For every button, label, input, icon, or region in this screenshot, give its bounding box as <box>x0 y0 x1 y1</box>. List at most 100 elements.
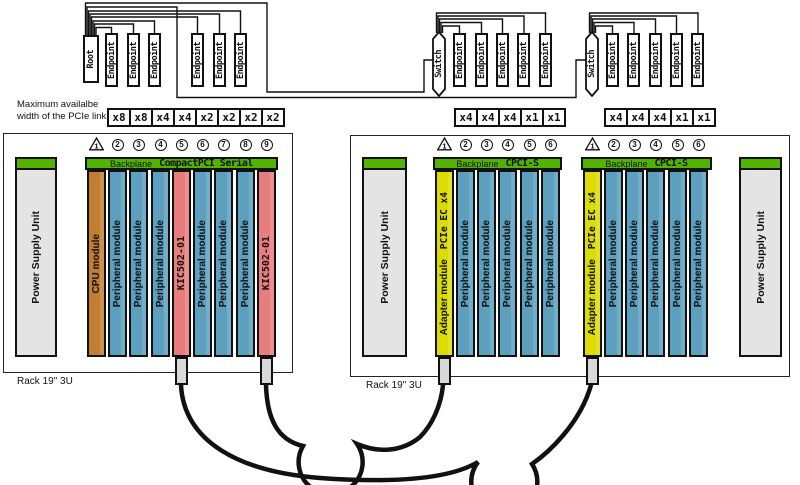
endpoint-label: Endpoint <box>149 41 160 79</box>
link-width-cell: x2 <box>261 108 285 127</box>
switch1-ep2-line <box>440 21 483 33</box>
caption-line2: width of the PCIe link <box>17 110 107 122</box>
switch-hexagon <box>585 31 599 97</box>
endpoint-label: Endpoint <box>518 41 529 79</box>
backplane-type: CompactPCI Serial <box>159 158 253 169</box>
adapter-module-text: Adapter module <box>439 259 450 336</box>
slot-number-badge: 3 <box>480 139 493 151</box>
kic502-01-slot: KIC502-01 <box>172 170 191 357</box>
switch-hexagon <box>432 31 446 97</box>
endpoint-box: Endpoint <box>453 33 466 87</box>
link-width-cell: x1 <box>520 108 544 127</box>
link-width-cell: x4 <box>151 108 175 127</box>
slot-number-badge: 4 <box>154 139 167 151</box>
link-width-cell: x1 <box>542 108 566 127</box>
root-to-endpoint2-line <box>93 23 135 35</box>
slot-number-badge: 7 <box>217 139 230 151</box>
slot-number-badge: 3 <box>132 139 145 151</box>
peripheral-module-slot: Peripheral module <box>625 170 644 357</box>
psu-power-strip <box>364 159 405 170</box>
slot-number-badge: 2 <box>111 139 124 151</box>
kic-label: KIC502-01 <box>261 236 272 291</box>
peripheral-module-label: Peripheral module <box>608 219 619 308</box>
switch1-ep3-line <box>438 18 504 33</box>
psu-label: Power Supply Unit <box>378 210 391 304</box>
link-width-row-right: x4 x4 x4 x1 x1 <box>604 108 716 127</box>
slot-number-badge: 5 <box>523 139 536 151</box>
endpoint-label: Endpoint <box>692 41 703 79</box>
peripheral-module-slot: Peripheral module <box>236 170 255 357</box>
peripheral-module-slot: Peripheral module <box>646 170 665 357</box>
power-supply-unit: Power Supply Unit <box>362 157 407 357</box>
link-width-cell: x4 <box>454 108 478 127</box>
cable-kic5-to-adapter2 <box>178 382 594 485</box>
endpoint-label: Endpoint <box>671 41 682 79</box>
link-width-cell: x1 <box>692 108 716 127</box>
cable-connector <box>586 357 599 385</box>
endpoint-box: Endpoint <box>213 33 226 87</box>
warning-triangle-icon: 1 <box>437 137 452 151</box>
interconnect-cables <box>178 382 594 485</box>
psu-power-strip <box>741 159 780 170</box>
root-to-endpoint6-line <box>87 10 242 35</box>
link-width-cell: x2 <box>195 108 219 127</box>
endpoint-box: Endpoint <box>670 33 683 87</box>
switch2-ep2-line <box>593 21 635 33</box>
root-to-endpoint5-line <box>89 13 221 35</box>
kic-label: KIC502-01 <box>176 236 187 291</box>
endpoint-box: Endpoint <box>627 33 640 87</box>
endpoint-box: Endpoint <box>649 33 662 87</box>
cable-connector <box>438 357 451 385</box>
slot-number-badge: 4 <box>501 139 514 151</box>
triangle-number: 1 <box>94 141 98 150</box>
switch1-ep5-line <box>435 12 547 33</box>
peripheral-module-label: Peripheral module <box>502 219 513 308</box>
link-width-row-middle: x4 x4 x4 x1 x1 <box>454 108 566 127</box>
peripheral-module-slot: Peripheral module <box>129 170 148 357</box>
kic502-01-slot: KIC502-01 <box>257 170 276 357</box>
adapter-type-text: PCIe EC x4 <box>439 191 450 250</box>
slot-number-badge: 5 <box>175 139 188 151</box>
cable-kic9-to-adapter1 <box>263 382 446 485</box>
peripheral-module-label: Peripheral module <box>672 219 683 308</box>
peripheral-module-slot: Peripheral module <box>689 170 708 357</box>
switch1-ep4-line <box>437 15 525 33</box>
peripheral-module-label: Peripheral module <box>155 219 166 308</box>
endpoint-box: Endpoint <box>475 33 488 87</box>
peripheral-module-slot: Peripheral module <box>151 170 170 357</box>
peripheral-module-slot: Peripheral module <box>193 170 212 357</box>
link-width-cell: x2 <box>217 108 241 127</box>
backplane-cpci-s-2: Backplane CPCI-S <box>581 157 712 170</box>
peripheral-module-slot: Peripheral module <box>477 170 496 357</box>
root-to-endpoint1-line <box>95 26 113 35</box>
power-supply-unit: Power Supply Unit <box>15 157 57 357</box>
switch1-ep1-line <box>441 25 461 33</box>
peripheral-module-label: Peripheral module <box>197 219 208 308</box>
backplane-compactpci-serial: Backplane CompactPCI Serial <box>85 157 278 170</box>
slot-number-badge: 2 <box>607 139 620 151</box>
rack-right <box>350 135 790 377</box>
link-width-cell: x4 <box>173 108 197 127</box>
peripheral-module-label: Peripheral module <box>650 219 661 308</box>
peripheral-module-slot: Peripheral module <box>604 170 623 357</box>
backplane-word: Backplane <box>605 158 648 169</box>
endpoint-label: Endpoint <box>192 41 203 79</box>
link-width-cell: x8 <box>129 108 153 127</box>
backplane-word: Backplane <box>456 158 499 169</box>
endpoint-label: Endpoint <box>128 41 139 79</box>
caption-line1: Maximum availalbe <box>17 99 99 110</box>
triangle-number: 1 <box>442 141 446 150</box>
endpoint-label: Endpoint <box>497 41 508 79</box>
endpoint-label: Endpoint <box>235 41 246 79</box>
endpoint-box: Endpoint <box>191 33 204 87</box>
endpoint-box: Endpoint <box>234 33 247 87</box>
psu-power-strip <box>17 159 55 170</box>
psu-label: Power Supply Unit <box>754 210 767 304</box>
root-box: Root <box>83 35 99 83</box>
peripheral-module-label: Peripheral module <box>460 219 471 308</box>
psu-label: Power Supply Unit <box>30 210 42 304</box>
power-supply-unit: Power Supply Unit <box>739 157 782 357</box>
peripheral-module-slot: Peripheral module <box>456 170 475 357</box>
endpoint-label: Endpoint <box>650 41 661 79</box>
endpoint-label: Endpoint <box>106 41 117 79</box>
